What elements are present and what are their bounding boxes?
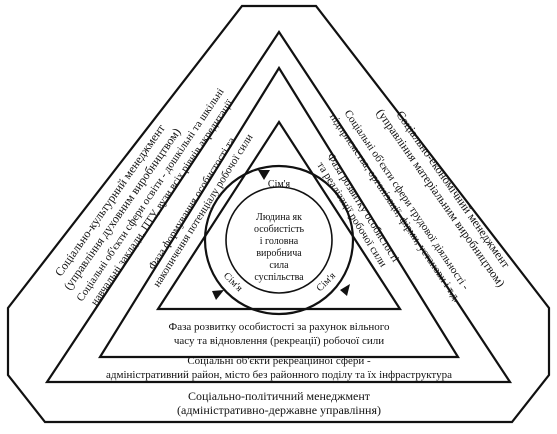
ring3-triangle [98,65,460,359]
svg-text:особистість: особистість [254,224,305,235]
ring-arrow-left [212,290,224,300]
svg-text:і головна: і головна [260,236,299,247]
ring-arrow-right [340,284,350,296]
ring3-bottom-label: Фаза розвитку особистості за рахунок віл… [169,321,390,347]
family-label-top: Сім'я [268,179,291,190]
ring-arrow-top [258,170,270,180]
family-label-right: Сім'я [314,270,338,294]
svg-text:Соціальні об'єкти рекреаційної: Соціальні об'єкти рекреаційної сфери - [187,355,371,367]
svg-text:Людина як: Людина як [256,212,302,223]
ring4-triangle [155,119,403,311]
svg-text:часу та відновлення (рекреації: часу та відновлення (рекреації) робочої … [174,335,384,347]
svg-text:сила: сила [269,260,289,271]
center-text: Людина як особистість і головна виробнич… [254,212,305,283]
family-ring-outer [203,164,355,316]
outer-bottom-label: Соціально-політичний менеджмент (адмініс… [177,389,381,417]
ring2-bottom-label: Соціальні об'єкти рекреаційної сфери - а… [106,355,452,381]
center-circle [225,186,333,294]
svg-text:(адміністративно-державне упра: (адміністративно-державне управління) [177,403,381,417]
svg-text:суспільства: суспільства [254,272,304,283]
svg-text:виробнича: виробнича [256,248,302,259]
svg-text:Соціально-економічний менеджме: Соціально-економічний менеджмент [393,108,513,271]
svg-text:адміністративний район, місто: адміністративний район, місто без районн… [106,369,452,381]
svg-text:Фаза розвитку особистості за р: Фаза розвитку особистості за рахунок віл… [169,321,390,333]
outer-frame [6,4,551,424]
svg-text:Соціально-політичний менеджмен: Соціально-політичний менеджмент [188,389,371,403]
ring2-triangle [44,30,513,384]
